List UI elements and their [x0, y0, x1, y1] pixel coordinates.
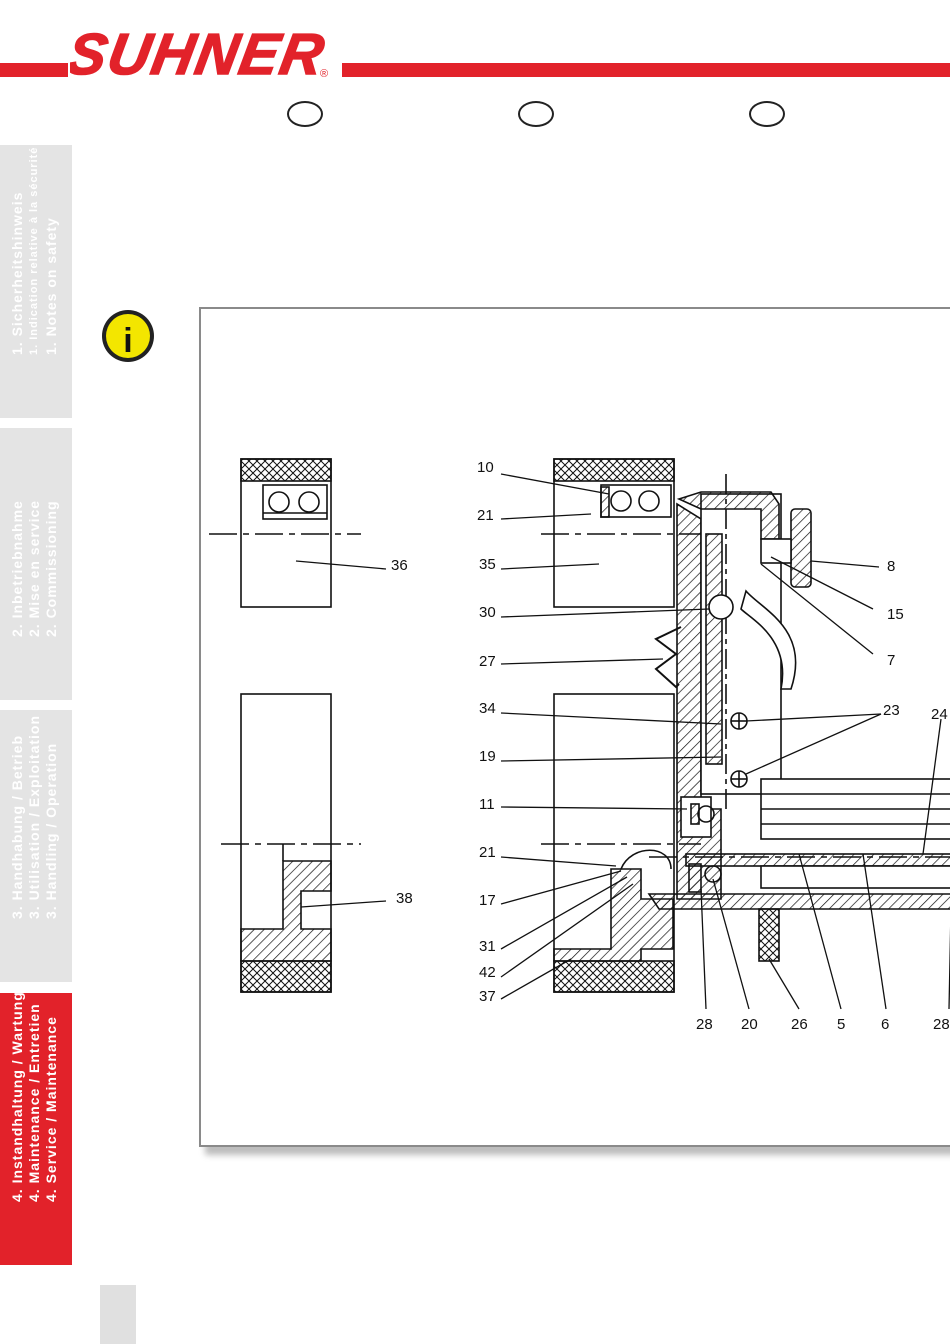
callout-42: 42 — [479, 964, 496, 981]
tab-safety-label-fr: 1. Indication relative à la sécurité — [28, 146, 40, 355]
tab-operation-label-en: 3. Handling / Operation — [43, 742, 59, 919]
tab-maintenance-label-de: 4. Instandhaltung / Wartung — [9, 991, 25, 1202]
callout-34: 34 — [479, 700, 496, 717]
tab-safety-label-en: 1. Notes on safety — [43, 217, 59, 355]
lang-circle-de — [287, 101, 323, 127]
page-number-box — [100, 1285, 136, 1344]
callout-7: 7 — [887, 652, 895, 669]
callout-23: 23 — [883, 702, 900, 719]
drawing-frame: 36 38 10 21 35 30 27 34 19 11 21 17 31 4… — [199, 307, 950, 1147]
callout-8: 8 — [887, 558, 895, 575]
callout-28-left: 28 — [696, 1016, 713, 1033]
lang-circle-en — [749, 101, 785, 127]
header-bar-right — [342, 63, 950, 77]
leader-lines — [295, 473, 950, 1010]
tab-safety-label-de: 1. Sicherheitshinweis — [9, 191, 25, 355]
callout-19: 19 — [479, 748, 496, 765]
logo-registered: ® — [320, 68, 328, 80]
callout-17: 17 — [479, 892, 496, 909]
callout-10: 10 — [477, 459, 494, 476]
wheel-38 — [221, 693, 361, 993]
wheel-36 — [209, 458, 361, 608]
callout-11: 11 — [479, 796, 495, 813]
callout-35: 35 — [479, 556, 496, 573]
tab-operation-label-de: 3. Handhabung / Betrieb — [9, 734, 25, 919]
tab-commissioning[interactable]: 2. Inbetriebnahme 2. Mise en service 2. … — [0, 428, 72, 700]
callout-28-right: 28 — [933, 1016, 950, 1033]
technical-drawing: 36 38 10 21 35 30 27 34 19 11 21 17 31 4… — [209, 458, 950, 1033]
callout-21-bottom: 21 — [479, 844, 496, 861]
tab-commissioning-label-en: 2. Commissioning — [43, 500, 59, 637]
wheel-37 — [541, 693, 701, 993]
gear-housing — [647, 474, 950, 962]
callout-21-top: 21 — [477, 507, 494, 524]
callout-24: 24 — [931, 706, 948, 723]
tab-maintenance-label-en: 4. Service / Maintenance — [43, 1016, 59, 1202]
language-circles — [0, 101, 950, 131]
tab-commissioning-label-fr: 2. Mise en service — [26, 499, 42, 637]
lang-circle-fr — [518, 101, 554, 127]
callout-27: 27 — [479, 653, 496, 670]
callout-15: 15 — [887, 606, 904, 623]
tab-operation-label-fr: 3. Utilisation / Exploitation — [26, 714, 42, 919]
info-icon: i — [100, 308, 156, 364]
tab-safety[interactable]: 1. Sicherheitshinweis 1. Indication rela… — [0, 145, 72, 418]
tab-commissioning-label-de: 2. Inbetriebnahme — [9, 500, 25, 637]
callout-5: 5 — [837, 1016, 845, 1033]
logo-text: SUHNER — [70, 22, 330, 87]
wheel-35 — [541, 458, 701, 608]
tab-operation[interactable]: 3. Handhabung / Betrieb 3. Utilisation /… — [0, 710, 72, 982]
callout-20: 20 — [741, 1016, 758, 1033]
callout-31: 31 — [479, 938, 496, 955]
info-glyph: i — [123, 322, 132, 360]
callout-36: 36 — [391, 557, 408, 574]
callout-38: 38 — [396, 890, 413, 907]
header-bar-left — [0, 63, 68, 77]
suhner-logo: SUHNER ® — [61, 20, 340, 90]
callout-37: 37 — [479, 988, 496, 1005]
tab-maintenance[interactable]: 4. Instandhaltung / Wartung 4. Maintenan… — [0, 991, 72, 1265]
callout-26: 26 — [791, 1016, 808, 1033]
callout-6: 6 — [881, 1016, 889, 1033]
tab-maintenance-label-fr: 4. Maintenance / Entretien — [26, 1003, 42, 1202]
callout-30: 30 — [479, 604, 496, 621]
